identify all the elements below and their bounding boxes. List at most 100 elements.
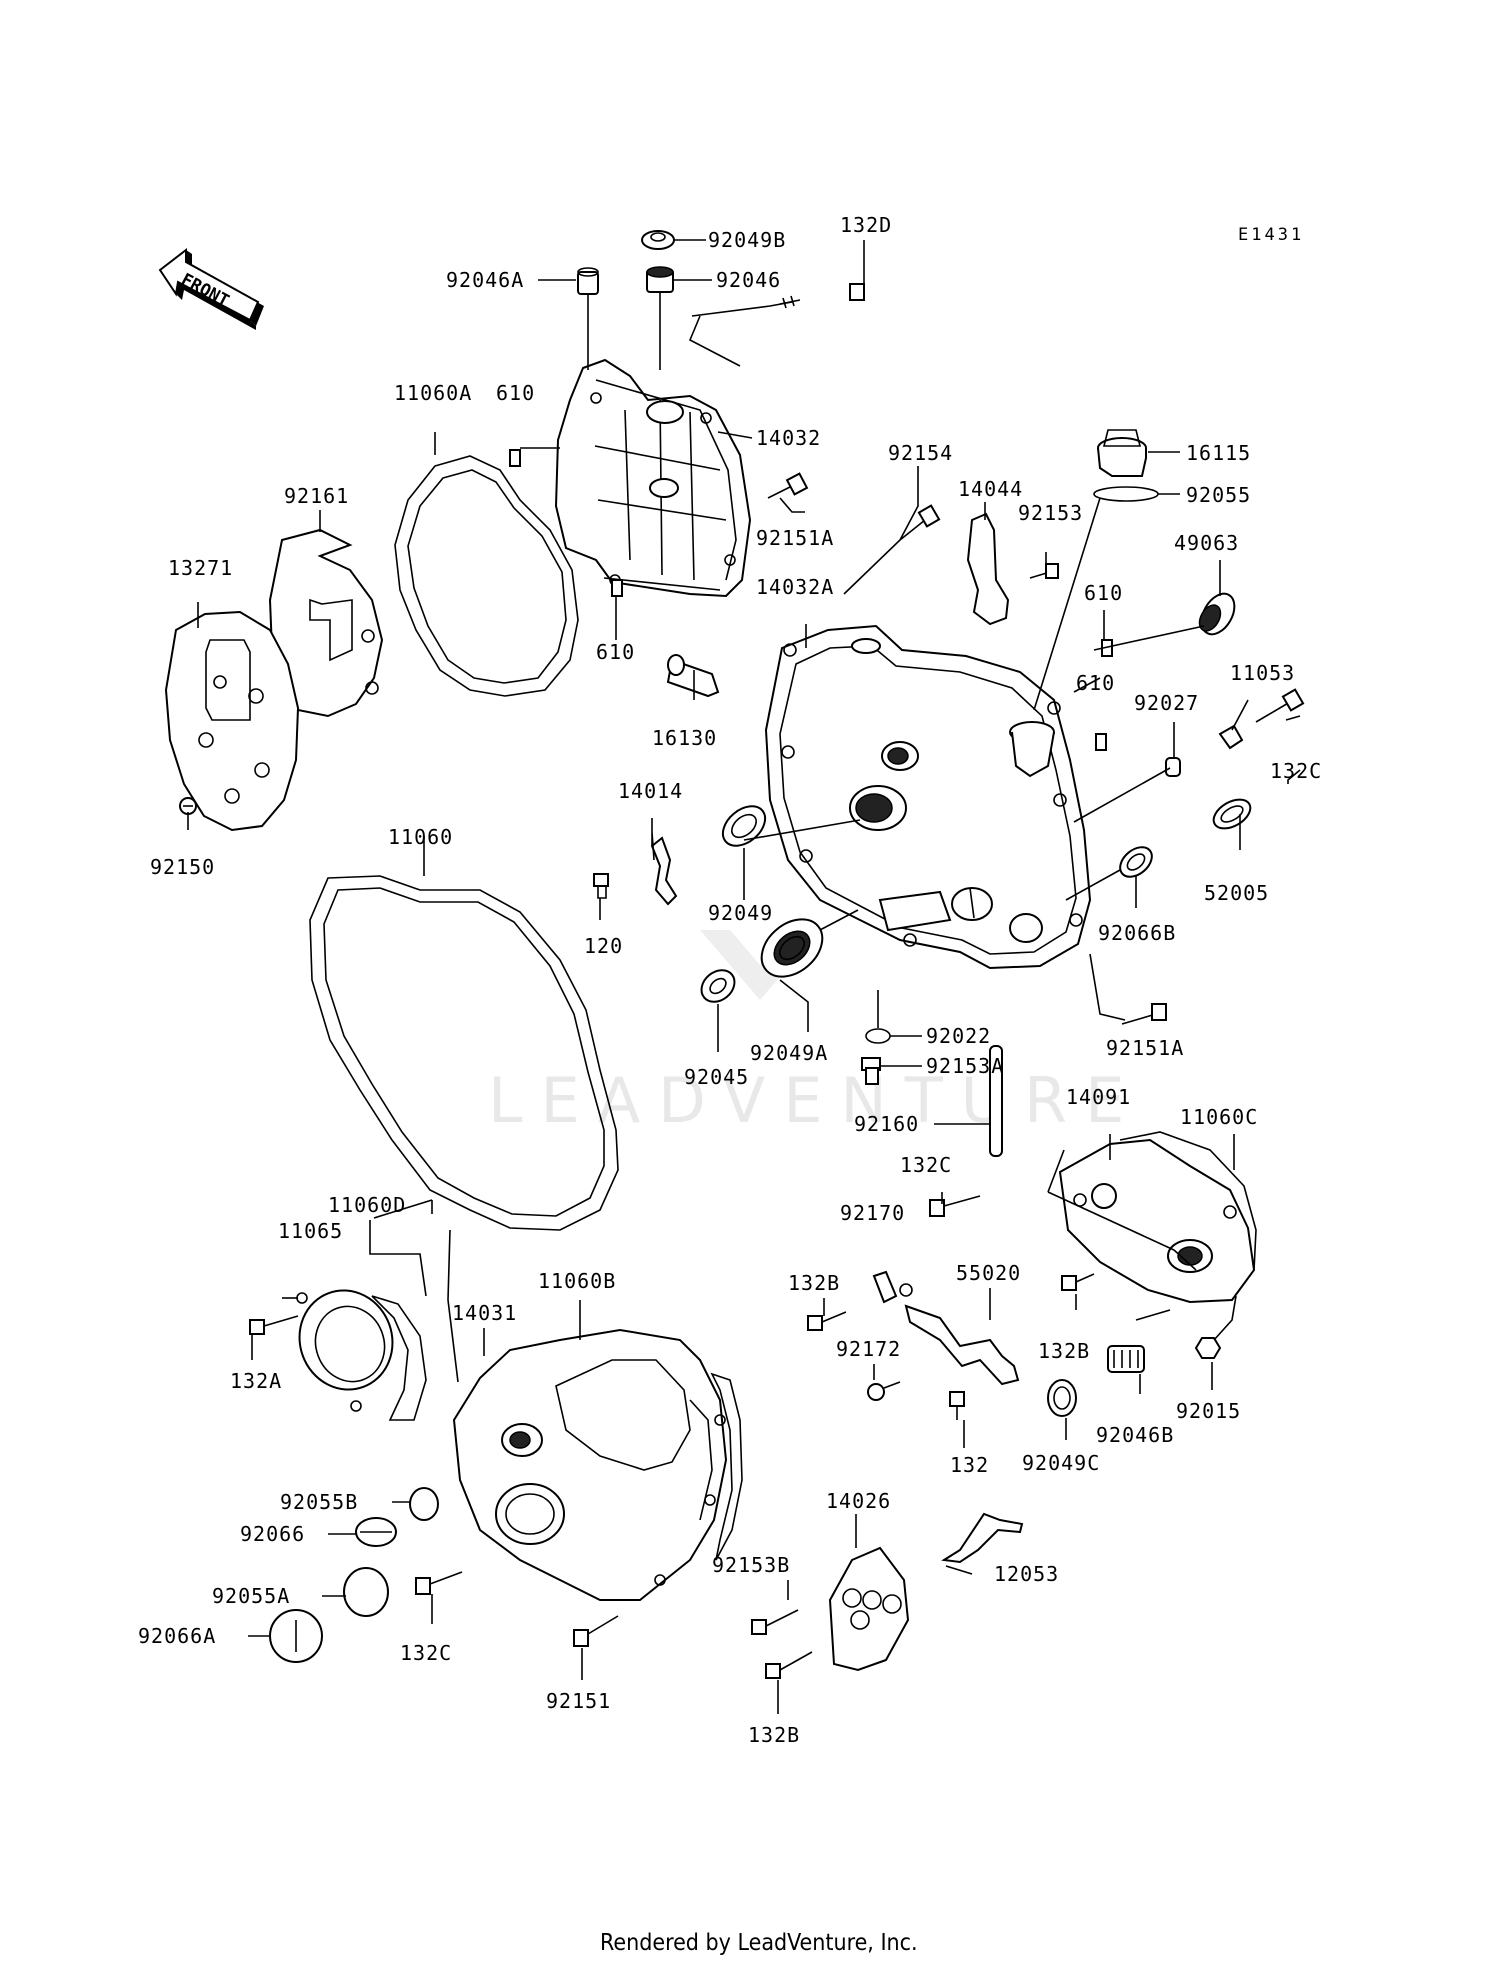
callout-120: 120 <box>584 934 623 958</box>
callout-92049: 92049 <box>708 901 773 925</box>
gasket-11060B-icon <box>710 1372 743 1561</box>
dowel-pin-610-d-icon <box>1095 733 1107 751</box>
callout-14044: 14044 <box>958 477 1023 501</box>
gasket-11060A-icon <box>394 455 579 697</box>
bolt-132A-icon <box>249 1315 299 1335</box>
callout-92055B: 92055B <box>280 1490 358 1514</box>
callout-132B-b: 132B <box>1038 1339 1090 1363</box>
dowel-pin-610-b-icon <box>611 579 623 597</box>
dowel-pin-610-a-icon <box>509 449 521 467</box>
callout-132C-a: 132C <box>1270 759 1322 783</box>
callout-92153: 92153 <box>1018 501 1083 525</box>
bolt-92151A-a-icon <box>767 472 809 499</box>
callout-92154: 92154 <box>888 441 953 465</box>
plate-13271-icon <box>164 610 300 832</box>
callout-11053: 11053 <box>1230 661 1295 685</box>
bolt-132C-b-icon <box>929 1195 981 1217</box>
bolt-132C-c-icon <box>415 1571 463 1595</box>
bracket-14014-icon <box>650 836 678 906</box>
callout-11060C: 11060C <box>1180 1105 1258 1129</box>
parts-artwork <box>164 230 1305 1679</box>
callout-14032A: 14032A <box>756 575 834 599</box>
callout-92153A: 92153A <box>926 1054 1004 1078</box>
callout-92160: 92160 <box>854 1112 919 1136</box>
bolt-132C-a-icon <box>1255 688 1305 723</box>
callout-92046: 92046 <box>716 268 781 292</box>
callout-92045: 92045 <box>684 1065 749 1089</box>
callout-92161: 92161 <box>284 484 349 508</box>
nut-92015-icon <box>1194 1337 1222 1359</box>
callout-132C-b: 132C <box>900 1153 952 1177</box>
front-arrow-icon: FRONT <box>158 247 264 330</box>
callout-labels: 92049B 132D 92046A 92046 11060A 610 1403… <box>138 213 1322 1747</box>
callout-92055A: 92055A <box>212 1584 290 1608</box>
callout-11060D: 11060D <box>328 1193 406 1217</box>
bolt-132B-b-icon <box>1061 1273 1095 1291</box>
bolt-92154-icon <box>899 504 941 541</box>
callout-92022: 92022 <box>926 1024 991 1048</box>
bolt-132-icon <box>949 1391 965 1420</box>
bolt-92151A-b-icon <box>1121 1003 1167 1025</box>
callout-92066B: 92066B <box>1098 921 1176 945</box>
callout-132: 132 <box>950 1453 989 1477</box>
callout-14026: 14026 <box>826 1489 891 1513</box>
bearing-92046A-icon <box>577 267 599 295</box>
shaft-line <box>1073 767 1171 823</box>
callout-92066A: 92066A <box>138 1624 216 1648</box>
callout-92015: 92015 <box>1176 1399 1241 1423</box>
watermark-text: LEADVENTURE <box>488 1064 1142 1137</box>
callout-92049C: 92049C <box>1022 1451 1100 1475</box>
callout-16130: 16130 <box>652 726 717 750</box>
leader-lines <box>187 239 1301 1714</box>
callout-132D: 132D <box>840 213 892 237</box>
callout-92151: 92151 <box>546 1689 611 1713</box>
callout-14031: 14031 <box>452 1301 517 1325</box>
plug-92066-icon <box>355 1517 397 1547</box>
oil-cap-16115-icon <box>1097 429 1147 477</box>
callout-92027: 92027 <box>1134 691 1199 715</box>
o-ring-92055A-icon <box>343 1567 389 1617</box>
inner-cover-14032-icon <box>554 358 752 598</box>
cap-11065-icon <box>296 1289 394 1412</box>
screw-120-icon <box>593 873 609 899</box>
callout-92066: 92066 <box>240 1522 305 1546</box>
callout-92151A-a: 92151A <box>756 526 834 550</box>
bolt-92153B-icon <box>751 1609 799 1635</box>
callout-52005: 52005 <box>1204 881 1269 905</box>
callout-92049B: 92049B <box>708 228 786 252</box>
gasket-11060-icon <box>309 875 619 1231</box>
bracket-14044-icon <box>966 512 1010 626</box>
cover-14031-icon <box>452 1328 728 1601</box>
bolt-132D-icon <box>779 283 865 309</box>
bearing-92045-icon <box>700 969 736 1003</box>
part-11053-icon <box>1218 724 1244 750</box>
callout-11060B: 11060B <box>538 1269 616 1293</box>
callout-132C-c: 132C <box>400 1641 452 1665</box>
cover-14091-icon <box>1058 1131 1257 1304</box>
callout-13271: 13271 <box>168 556 233 580</box>
callout-12053: 12053 <box>994 1562 1059 1586</box>
cover-14026-icon <box>828 1546 910 1672</box>
callout-92150: 92150 <box>150 855 215 879</box>
sleeve-16130-icon <box>666 654 720 698</box>
callout-92046B: 92046B <box>1096 1423 1174 1447</box>
callout-92153B: 92153B <box>712 1553 790 1577</box>
callout-610-a: 610 <box>496 381 535 405</box>
callout-11065: 11065 <box>278 1219 343 1243</box>
bolt-132B-c-icon <box>765 1651 813 1679</box>
plug-92066B-icon <box>1119 846 1153 878</box>
callout-92151A-b: 92151A <box>1106 1036 1184 1060</box>
tab-92170-icon <box>872 1270 913 1304</box>
callout-132B-a: 132B <box>788 1271 840 1295</box>
callout-11060A: 11060A <box>394 381 472 405</box>
callout-14091: 14091 <box>1066 1085 1131 1109</box>
screw-92150-icon <box>179 797 197 815</box>
callout-610-b: 610 <box>596 640 635 664</box>
oil-seal-92049-icon <box>721 805 767 847</box>
part-49063-icon <box>1198 592 1236 636</box>
callout-11060: 11060 <box>388 825 453 849</box>
callout-16115: 16115 <box>1186 441 1251 465</box>
bolt-132B-a-icon <box>807 1311 847 1331</box>
callout-610-d: 610 <box>1076 671 1115 695</box>
